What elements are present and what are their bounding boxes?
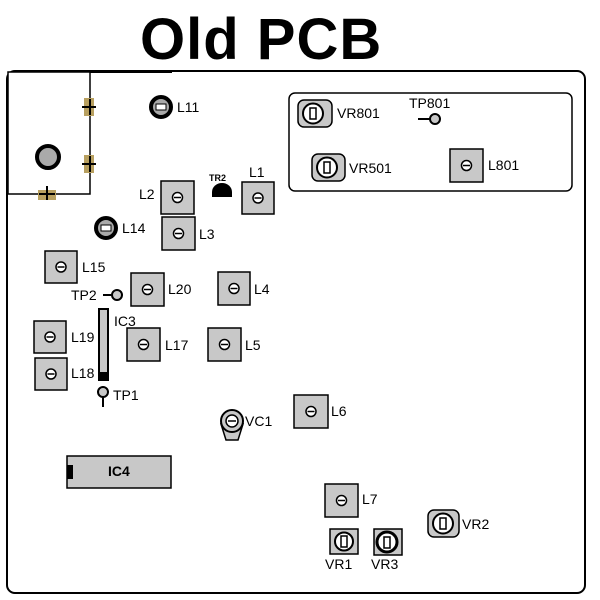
- TR2-transistor: TR2: [209, 173, 232, 197]
- label-L2: L2: [139, 186, 155, 202]
- VR501-trimmer: VR501: [311, 153, 392, 182]
- label-L3: L3: [199, 226, 215, 242]
- label-L19: L19: [71, 329, 95, 345]
- L1-pad: L1: [241, 164, 275, 215]
- TP801-testpoint: TP801: [409, 95, 450, 125]
- L5-pad: L5: [207, 327, 261, 362]
- label-L14: L14: [122, 220, 146, 236]
- label-VC1: VC1: [245, 413, 272, 429]
- board-outline: [6, 70, 586, 594]
- label-L15: L15: [82, 259, 106, 275]
- L20-pad: L20: [130, 272, 192, 307]
- L4-pad: L4: [217, 271, 270, 306]
- label-L5: L5: [245, 337, 261, 353]
- L17-pad: L17: [126, 327, 189, 362]
- L3-pad: L3: [161, 216, 215, 251]
- inset-panel: [288, 92, 573, 192]
- label-TP1: TP1: [113, 387, 139, 403]
- label-L11: L11: [177, 99, 200, 115]
- label-VR3: VR3: [371, 556, 398, 572]
- label-L4: L4: [254, 281, 270, 297]
- VR1-trimmer: VR1: [325, 528, 359, 572]
- L2-pad: L2: [139, 180, 195, 215]
- label-IC4: IC4: [108, 463, 130, 479]
- VC1-capacitor: VC1: [219, 409, 272, 441]
- IC3-chip: IC3: [98, 308, 136, 381]
- TP1-testpoint: TP1: [97, 386, 139, 407]
- jack-hole-icon: [35, 144, 61, 170]
- label-VR801: VR801: [337, 105, 380, 121]
- L14-coil: L14: [94, 216, 146, 240]
- L19-pad: L19: [33, 320, 95, 354]
- label-L7: L7: [362, 491, 378, 507]
- L11-coil: L11: [149, 95, 200, 119]
- VR2-trimmer: VR2: [427, 509, 489, 538]
- label-TR2: TR2: [209, 173, 226, 183]
- VR801-trimmer: VR801: [297, 99, 380, 128]
- IC4-chip: IC4: [66, 455, 172, 489]
- label-VR1: VR1: [325, 556, 352, 572]
- TP2-testpoint: TP2: [71, 287, 123, 303]
- label-TP2: TP2: [71, 287, 97, 303]
- label-L18: L18: [71, 365, 95, 381]
- connector-block: [7, 71, 96, 200]
- page-title: Old PCB: [140, 7, 383, 72]
- label-IC3: IC3: [114, 313, 136, 329]
- label-L6: L6: [331, 403, 347, 419]
- L18-pad: L18: [34, 357, 95, 391]
- label-L20: L20: [168, 281, 192, 297]
- label-L1: L1: [249, 164, 265, 180]
- L801-pad: L801: [449, 148, 519, 183]
- L7-pad: L7: [324, 483, 378, 518]
- L15-pad: L15: [44, 250, 106, 284]
- label-VR501: VR501: [349, 160, 392, 176]
- label-TP801: TP801: [409, 95, 450, 111]
- VR3-trimmer: VR3: [371, 528, 403, 572]
- label-VR2: VR2: [462, 516, 489, 532]
- L6-pad: L6: [293, 394, 347, 429]
- label-L801: L801: [488, 157, 519, 173]
- label-L17: L17: [165, 337, 189, 353]
